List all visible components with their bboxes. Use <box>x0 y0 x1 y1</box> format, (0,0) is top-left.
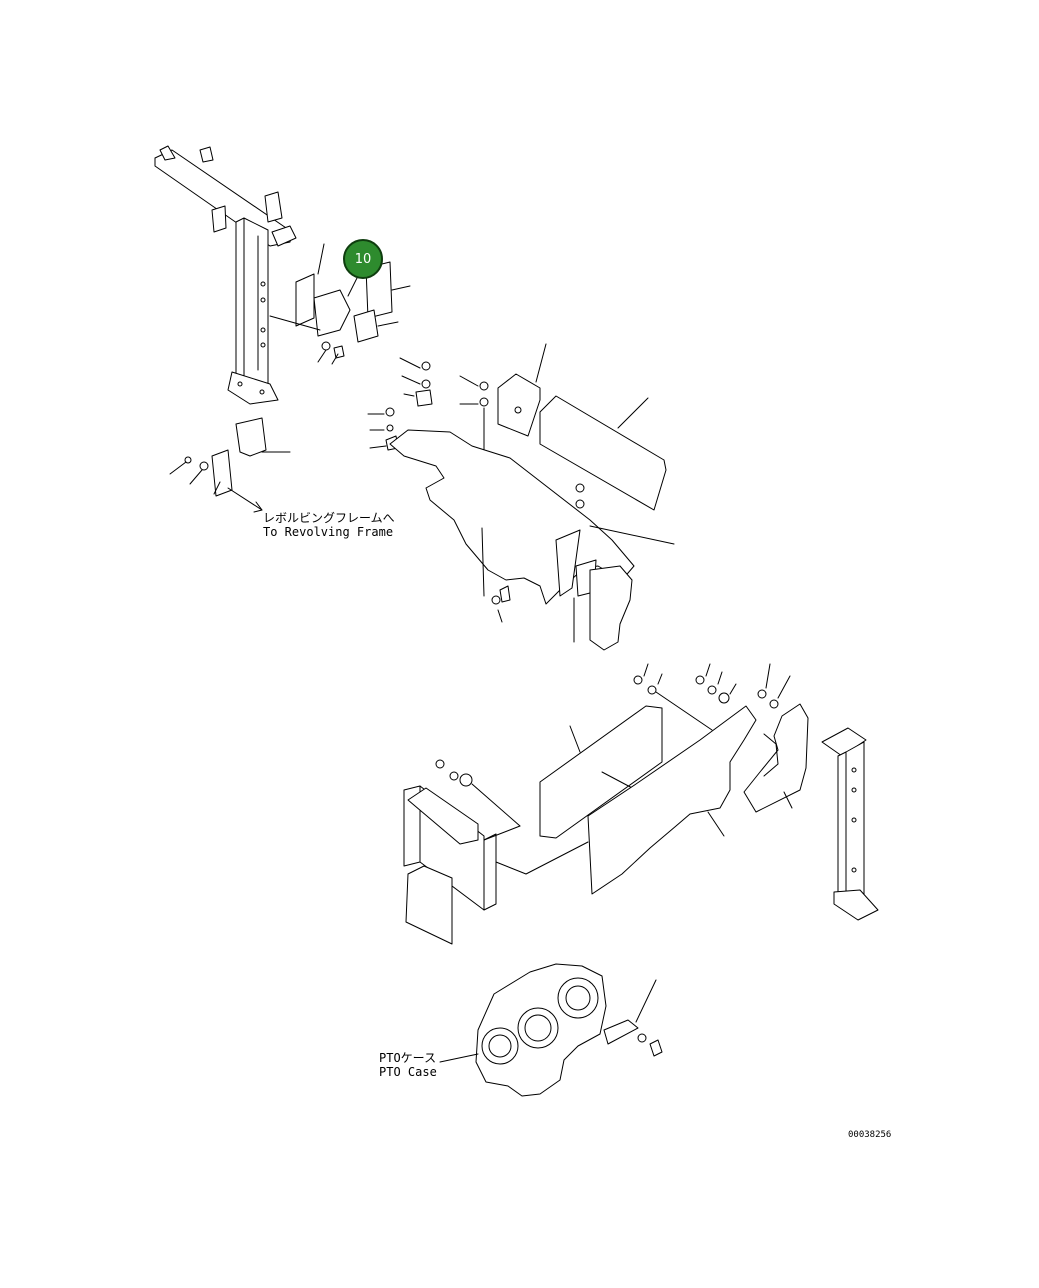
part-callout-10[interactable]: 10 <box>343 239 383 279</box>
lower-large-plate <box>587 703 809 895</box>
lower-long-pad <box>539 705 663 839</box>
middle-main-plate <box>389 429 675 651</box>
revolving-frame-label-jp: レボルビングフレームへ <box>263 511 395 525</box>
lower-left-brackets <box>169 417 291 513</box>
lower-bolts-row <box>633 663 791 731</box>
pto-case-label-jp: PTOケース <box>379 1051 437 1065</box>
pto-case <box>475 963 663 1097</box>
document-number: 00038256 <box>848 1130 892 1140</box>
middle-top-pads <box>497 343 667 511</box>
right-vertical-support <box>821 727 879 921</box>
rubber-pads-upper <box>269 243 411 365</box>
pto-case-label-en: PTO Case <box>379 1065 437 1079</box>
revolving-frame-label-en: To Revolving Frame <box>263 525 394 539</box>
upper-support-bracket <box>154 145 297 405</box>
lower-left-box <box>403 759 589 945</box>
